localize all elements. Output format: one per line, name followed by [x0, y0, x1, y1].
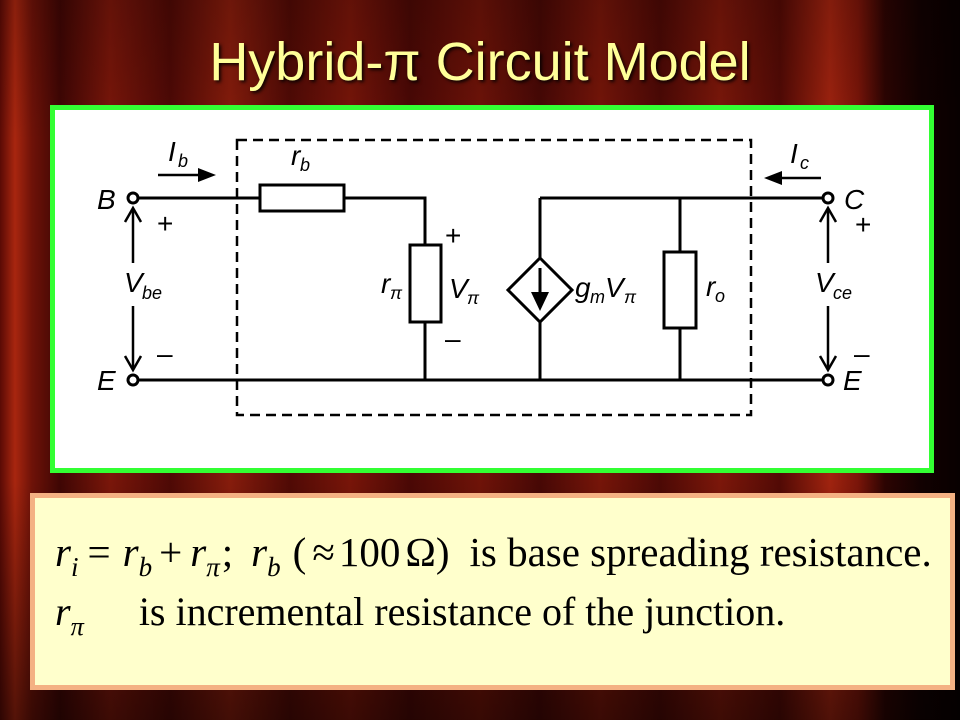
resistor-ro	[662, 250, 698, 330]
close-paren: )	[435, 529, 450, 575]
label-rb-subscript: b	[300, 155, 310, 175]
label-collector-current-symbol: I	[790, 138, 798, 169]
ri-symbol: r	[55, 529, 71, 575]
separator: ;	[221, 529, 234, 575]
label-terminal-collector: C	[844, 184, 865, 215]
current-source-arrow-head	[531, 292, 549, 311]
label-ro: ro	[706, 271, 725, 306]
collector-current-arrow-head	[764, 171, 782, 185]
terminal-emitter-right-node	[821, 373, 835, 387]
label-vce-minus: –	[854, 338, 870, 369]
wire-rb-to-rpi	[344, 196, 427, 245]
equals-sign: =	[87, 529, 111, 575]
label-base-current-symbol: I	[168, 136, 176, 167]
definition-text-rpi: is incremental resistance of the junctio…	[138, 589, 786, 634]
label-vce-symbol: V	[815, 267, 836, 298]
label-vce-subscript: ce	[833, 283, 852, 303]
rpi-subscript: π	[206, 551, 220, 582]
ri-subscript: i	[70, 551, 79, 582]
label-base-current-subscript: b	[178, 151, 188, 171]
label-vpi-plus: +	[445, 220, 461, 251]
label-terminal-emitter-left: E	[97, 365, 116, 396]
label-control-voltage-symbol: V	[605, 272, 626, 303]
rb-value: 100	[338, 529, 401, 575]
label-vpi-symbol: V	[449, 273, 470, 304]
label-rpi-symbol: r	[381, 268, 392, 299]
label-vce-plus: +	[855, 209, 871, 240]
resistor-rpi	[408, 243, 443, 324]
definition-junction-resistance: r π is incremental resistance of the jun…	[55, 587, 786, 641]
label-rb: rb	[291, 140, 310, 175]
rb-subscript-first: b	[138, 551, 153, 582]
rb-symbol-first: r	[122, 529, 139, 575]
rpi-symbol-line2: r	[55, 589, 71, 634]
label-vbe-plus: +	[157, 208, 173, 239]
rpi-symbol: r	[190, 529, 207, 575]
label-vbe-minus: –	[157, 338, 173, 369]
label-ro-symbol: r	[706, 271, 717, 302]
label-terminal-base: B	[97, 184, 116, 215]
terminal-base-node	[126, 191, 140, 205]
slide-title: Hybrid-π Circuit Model	[209, 32, 751, 92]
label-vpi: Vπ	[449, 273, 480, 308]
rb-subscript-second: b	[267, 551, 281, 582]
vce-arrow-head-up	[818, 205, 838, 223]
approx-sign: ≈	[312, 529, 335, 575]
label-rpi-subscript: π	[390, 283, 403, 303]
label-vpi-minus: –	[445, 323, 461, 354]
definition-input-resistance: r i = r b + r π ; r b ( ≈ 100 Ω ) is bas…	[55, 527, 932, 582]
base-current-arrow-head	[198, 168, 216, 182]
label-current-source: gmVπ	[575, 272, 637, 307]
open-paren: (	[292, 529, 307, 575]
label-vbe: Vbe	[124, 267, 162, 303]
label-collector-current-subscript: c	[800, 153, 809, 173]
label-gm-symbol: g	[575, 272, 591, 303]
rpi-subscript-line2: π	[70, 610, 84, 641]
label-terminal-emitter-right: E	[843, 365, 862, 396]
terminal-collector-node	[821, 191, 835, 205]
label-gm-subscript: m	[590, 287, 605, 307]
label-rb-symbol: r	[291, 140, 302, 171]
vbe-arrow-head-down	[123, 355, 143, 373]
resistor-rb	[258, 183, 346, 213]
rb-symbol-second: r	[251, 529, 268, 575]
label-vbe-subscript: be	[142, 283, 162, 303]
circuit-wiring	[123, 138, 838, 417]
label-ro-subscript: o	[715, 286, 725, 306]
label-vbe-symbol: V	[124, 267, 145, 298]
vbe-arrow-head-up	[123, 205, 143, 223]
label-vce: Vce	[815, 267, 852, 303]
label-vpi-subscript: π	[467, 288, 480, 308]
ohm-unit: Ω	[405, 529, 436, 575]
vce-arrow-head-down	[818, 355, 838, 373]
definition-text-rb: is base spreading resistance.	[469, 529, 932, 575]
transistor-boundary-dashed	[235, 138, 753, 417]
label-control-voltage-subscript: π	[624, 287, 637, 307]
definitions-panel: r i = r b + r π ; r b ( ≈ 100 Ω ) is bas…	[30, 493, 955, 690]
label-rpi: rπ	[381, 268, 403, 303]
terminal-emitter-left-node	[126, 373, 140, 387]
plus-sign: +	[159, 529, 183, 575]
